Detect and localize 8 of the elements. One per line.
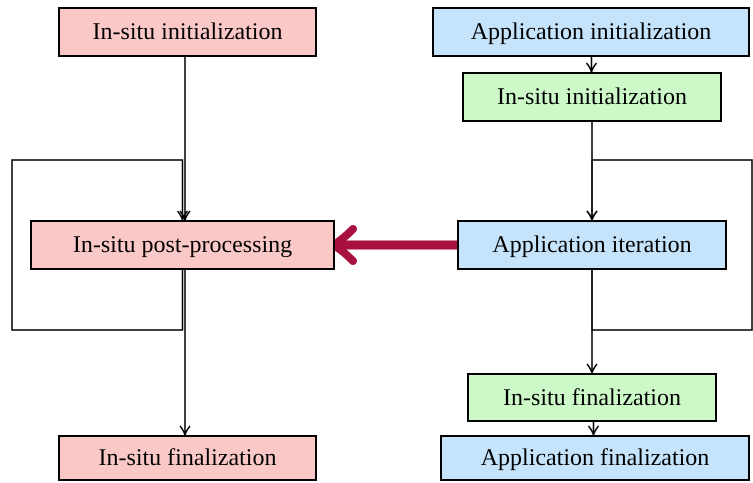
process-box: In-situ initialization [58,7,317,57]
process-box: Application iteration [457,220,727,270]
process-box: In-situ post-processing [30,220,335,270]
process-box: In-situ finalization [58,435,317,481]
process-box: Application initialization [432,7,750,57]
process-box: Application finalization [440,435,750,481]
process-box: In-situ finalization [467,373,717,422]
process-box: In-situ initialization [462,72,722,122]
